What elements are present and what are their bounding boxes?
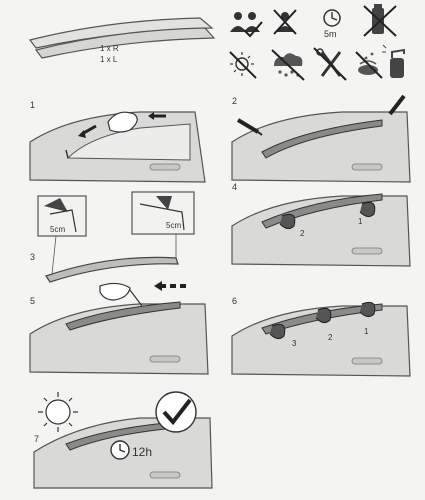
step3-drawing xyxy=(37,191,195,283)
step4-arrow2-label: 2 xyxy=(300,229,305,238)
qty-left-label: 1 x L xyxy=(100,55,118,64)
sun-icon xyxy=(38,392,78,432)
step6-drawing xyxy=(231,301,411,377)
cleaner-bottle-crossed-icon xyxy=(363,4,397,37)
clock-icon xyxy=(110,440,130,460)
step2-drawing xyxy=(231,94,411,183)
spray-bottle-icon xyxy=(382,44,405,78)
step1-drawing xyxy=(29,111,206,183)
step3-number: 3 xyxy=(30,252,35,262)
step6-arrow1-label: 1 xyxy=(364,327,369,336)
step5-drawing xyxy=(29,281,209,375)
sun-crossed-icon xyxy=(229,51,257,79)
one-person-crossed-icon xyxy=(273,9,297,35)
step4-drawing xyxy=(231,193,411,267)
tools-crossed-icon xyxy=(313,47,347,81)
step5-number: 5 xyxy=(30,296,35,306)
distance-label: 5m xyxy=(324,29,337,39)
step3-cm-right: 5cm xyxy=(166,221,181,230)
step1-number: 1 xyxy=(30,100,35,110)
rain-cloud-crossed-icon xyxy=(271,49,305,81)
step6-arrow3-label: 3 xyxy=(292,339,297,348)
two-people-check-icon xyxy=(230,12,263,38)
step6-arrow2-label: 2 xyxy=(328,333,333,342)
step6-number: 6 xyxy=(232,296,237,306)
clock-5m-icon xyxy=(323,9,341,27)
step3-cm-left: 5cm xyxy=(50,225,65,234)
step4-arrow1-label: 1 xyxy=(358,217,363,226)
step4-number: 4 xyxy=(232,182,237,192)
car-wash-crossed-icon xyxy=(355,51,383,79)
step7-number: 7 xyxy=(34,434,39,444)
check-circle-icon xyxy=(155,391,197,433)
step2-number: 2 xyxy=(232,96,237,106)
visor-pair-drawing xyxy=(28,17,216,59)
qty-right-label: 1 x R xyxy=(100,44,119,53)
step7-time-label: 12h xyxy=(132,445,152,459)
